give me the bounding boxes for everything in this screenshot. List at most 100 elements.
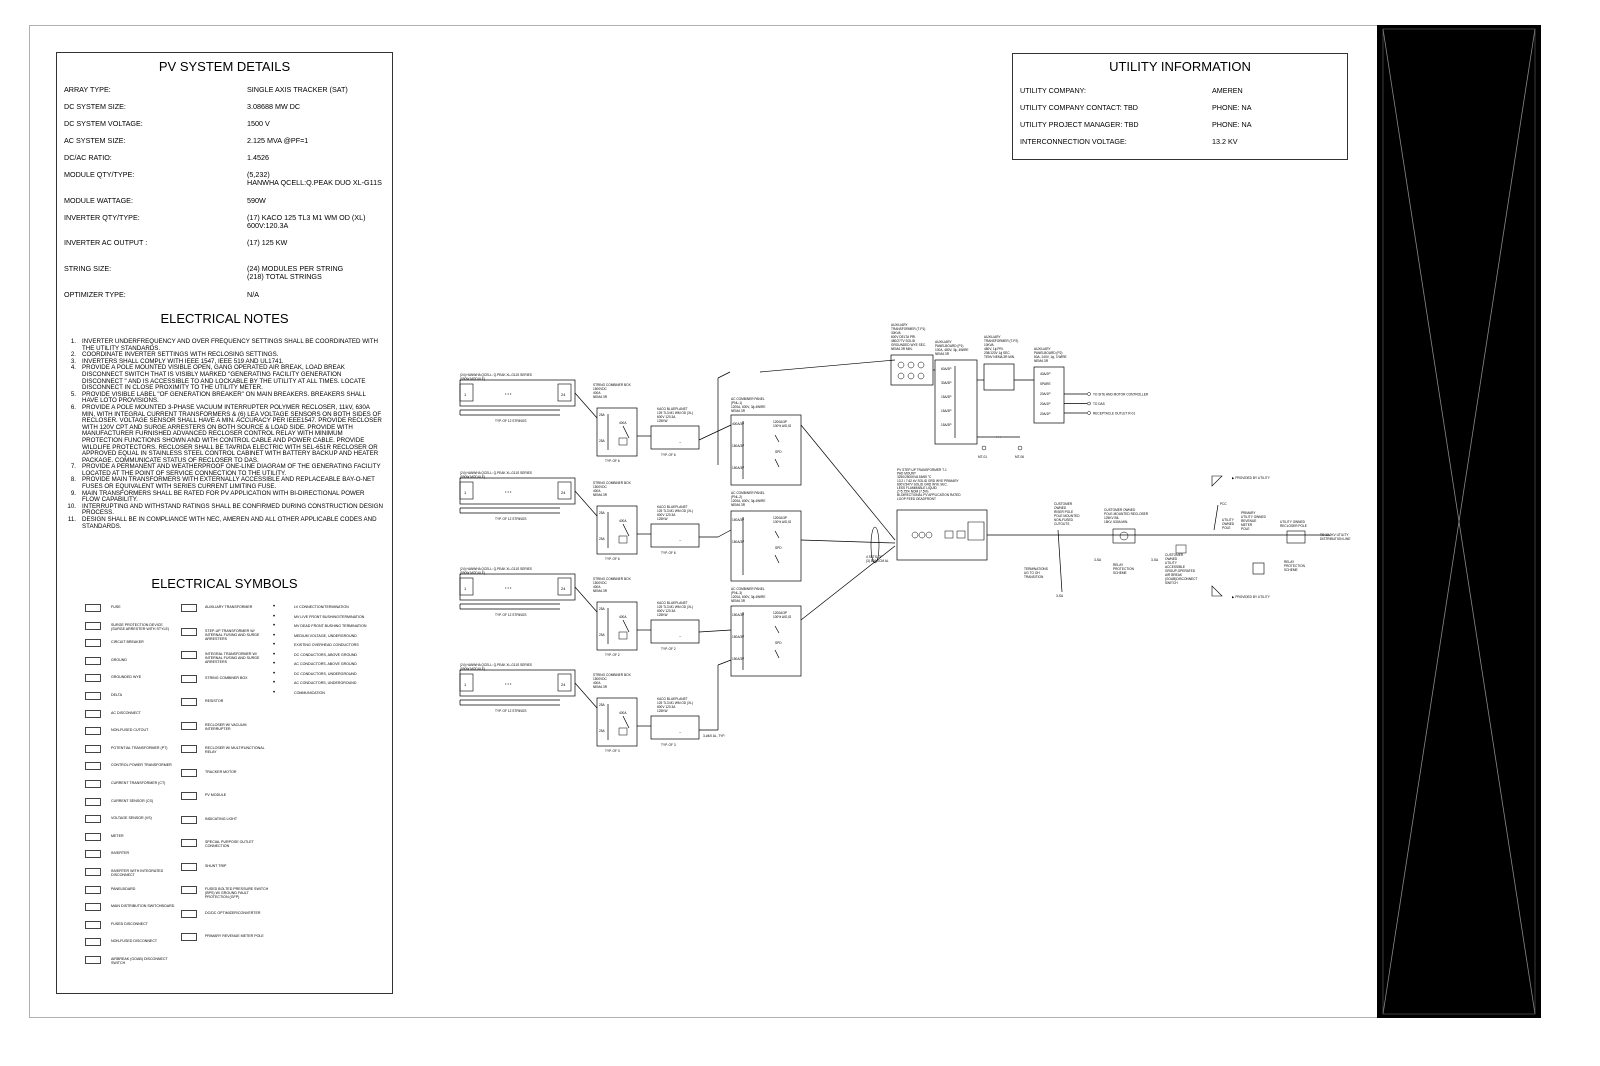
note-text: FLOW CAPABILITY. bbox=[82, 496, 138, 504]
note-text: APPROVED EQUAL IN STAINLESS STEEL CONTRO… bbox=[82, 450, 379, 458]
legend-symbol-icon bbox=[85, 604, 101, 612]
ellipsis-label: • • • bbox=[505, 681, 512, 686]
utility-recloser-label: UTILITY OWNED bbox=[1280, 520, 1306, 524]
combiner-switch bbox=[622, 619, 630, 633]
dc-wire bbox=[574, 682, 598, 709]
aux-panelboard bbox=[934, 359, 978, 445]
legend-symbol-icon bbox=[85, 727, 101, 736]
breaker-rating: 400A bbox=[619, 711, 627, 715]
ac-wire bbox=[717, 659, 732, 666]
utility-pole-label: OWNED bbox=[1222, 522, 1235, 526]
goab-switch-label: (GOAB)DISCONNECT bbox=[1165, 577, 1197, 581]
module-number: 1 bbox=[464, 392, 467, 397]
typ-label: TYP. OF 3 bbox=[605, 749, 620, 753]
fuse-rating: 25A bbox=[599, 729, 606, 733]
arrester-rating: 3-SA bbox=[1151, 558, 1159, 562]
note-text: WITH 120V CPT AND SURGE ARRESTERS ON BOT… bbox=[82, 423, 353, 431]
inverter-label: 600V 120.3A bbox=[657, 705, 676, 709]
typ-label: TYP. OF 6 bbox=[605, 459, 620, 463]
legend-symbol-icon bbox=[85, 621, 101, 630]
utility-recloser bbox=[1286, 530, 1306, 544]
recloser-label: 15KV, 630A MIN. bbox=[1104, 520, 1128, 524]
ac-panel-label: AC COMBINER PANEL bbox=[731, 587, 765, 591]
legend-symbol-icon bbox=[181, 815, 197, 824]
transformer-winding-icon bbox=[897, 372, 905, 380]
pv-row-label: DC SYSTEM SIZE: bbox=[64, 102, 126, 111]
ac-wire bbox=[698, 629, 732, 633]
utility-recloser-label: RECLOSER POLE bbox=[1280, 524, 1307, 528]
note-line: PROTECTION FUNCTIONS SHOWN AND WITH CONT… bbox=[62, 437, 388, 445]
pv-module-icon bbox=[557, 577, 572, 596]
module-number: 24 bbox=[561, 490, 566, 495]
meter-pole-label: REVENUE bbox=[1241, 519, 1256, 523]
note-number: 3. bbox=[70, 357, 76, 365]
legend-symbol-label: CONTROL POWER TRANSFORMER bbox=[111, 763, 172, 768]
legend-symbol-icon bbox=[85, 780, 101, 788]
inverter-ac-symbol: ~ bbox=[679, 538, 682, 543]
legend-symbol-icon bbox=[181, 862, 197, 871]
note-text: DISCONNECT IN CLOSE PROXIMITY TO THE UTI… bbox=[82, 384, 263, 392]
legend-symbol-icon bbox=[181, 674, 197, 683]
legend-symbol-label: METER bbox=[111, 833, 124, 838]
legend-symbol-label: CIRCUIT BREAKER bbox=[111, 640, 144, 645]
note-line: 9.MAIN TRANSFORMERS SHALL BE RATED FOR P… bbox=[62, 490, 388, 498]
panel-switch bbox=[774, 530, 780, 539]
step-up-label: BI-DIRECTIONAL PV APPLICATION RATED bbox=[897, 493, 961, 497]
combiner-label: NEMA 3R bbox=[593, 685, 608, 689]
pv-row-label: MODULE WATTAGE: bbox=[64, 196, 133, 205]
legend-symbol-label: CURRENT TRANSFORMER (CT) bbox=[111, 781, 166, 785]
combiner-label: STRING COMBINER BOX bbox=[593, 383, 632, 387]
typ-label: TYP. OF 2 bbox=[605, 653, 620, 657]
breaker-rating: 400A bbox=[619, 519, 627, 523]
provided-by-utility-label: ▶ PROVIDED BY UTILITY bbox=[1232, 595, 1271, 599]
note-line: 6. PROVIDE A POLE MOUNTED 3-PHASE VACUUM … bbox=[62, 403, 388, 412]
legend-symbol-icon: • bbox=[273, 689, 276, 696]
legend-symbol-label: AC CONDUCTORS, ABOVE GROUND bbox=[294, 662, 357, 666]
legend-symbol-label: RECLOSER W/ MULTIFUNCTIONAL RELAY bbox=[205, 746, 265, 754]
note-text: PROVIDE VISIBLE LABEL "OF GENERATION BRE… bbox=[82, 390, 366, 398]
combiner-box bbox=[596, 505, 638, 555]
aux-transformer-label: GROUNDED WYE SEC. bbox=[891, 343, 926, 347]
inverter-label: 125 TL3 M1 WM OD (XL) bbox=[657, 509, 693, 513]
panel-main-breaker: 100% AIS,IG bbox=[773, 424, 792, 428]
note-number: 6. bbox=[70, 403, 76, 411]
note-text: PROVIDE A POLE MOUNTED 3-PHASE VACUUM IN… bbox=[82, 403, 370, 411]
utility-boundary-marker bbox=[1211, 475, 1223, 487]
panel-breaker-rating: 20A/1P bbox=[1040, 392, 1050, 396]
ac-panel-label: NEMA 3R bbox=[731, 409, 746, 413]
note-line: 8.PROVIDE MAIN TRANSFORMERS WITH EXTERNA… bbox=[62, 477, 388, 484]
aux-feeder bbox=[759, 359, 896, 373]
pv-row-value: 3.08688 MW DC bbox=[247, 102, 301, 111]
legend-symbol-label: POTENTIAL TRANSFORMER (PT) bbox=[111, 745, 168, 750]
aux-load-icon bbox=[1087, 401, 1091, 406]
note-line: STANDARDS. bbox=[62, 522, 388, 531]
electrical-notes-title: ELECTRICAL NOTES bbox=[160, 311, 289, 326]
legend-symbol-icon bbox=[181, 698, 197, 706]
feeder-label: (3) 500 KCM AL bbox=[866, 559, 889, 563]
goab-switch-label: CUSTOMER bbox=[1165, 553, 1184, 557]
legend-symbol-label: STRING COMBINER BOX bbox=[205, 675, 248, 680]
note-text: LOCATED AT THE POINT OF SERVICE CONNECTI… bbox=[82, 469, 287, 477]
panel-breaker-rating: 60A/3P bbox=[941, 367, 951, 371]
ac-panel-label: NEMA 3R bbox=[731, 599, 746, 603]
aux-panel-label: AUXILIARY bbox=[935, 340, 952, 344]
pv-module-icon bbox=[459, 577, 474, 596]
fuse-rating: 25A bbox=[599, 537, 606, 541]
relay-label: RELAY bbox=[1284, 560, 1295, 564]
transformer-winding-icon bbox=[907, 372, 915, 380]
note-text: DESIGN SHALL BE IN COMPLIANCE WITH NEC, … bbox=[82, 516, 377, 524]
legend-symbol-label: EXISTING OVERHEAD CONDUCTORS bbox=[294, 643, 359, 647]
legend-symbol-icon bbox=[181, 792, 197, 800]
legend-symbol-label: VOLTAGE SENSOR (VS) bbox=[111, 816, 152, 821]
pv-row-value: (5,232) bbox=[247, 170, 270, 179]
typ-label: TYP. OF 6 bbox=[605, 557, 620, 561]
legend-symbol-label: SURGE PROTECTION DEVICE (SURGE ARRESTER … bbox=[111, 622, 170, 631]
note-number: 5. bbox=[70, 390, 76, 398]
typ-label: TYP. OF 6 bbox=[661, 551, 676, 555]
step-up-label: Z=5.75% NOM (7.5%) bbox=[897, 490, 928, 494]
customer-pole-label: CUSTOMER bbox=[1054, 502, 1073, 506]
note-text: STANDARDS. bbox=[82, 522, 122, 530]
legend-symbol-icon bbox=[85, 815, 101, 824]
panel-breaker-rating: 20A/1P bbox=[1040, 412, 1050, 416]
note-line: FLOW CAPABILITY. bbox=[62, 497, 388, 504]
